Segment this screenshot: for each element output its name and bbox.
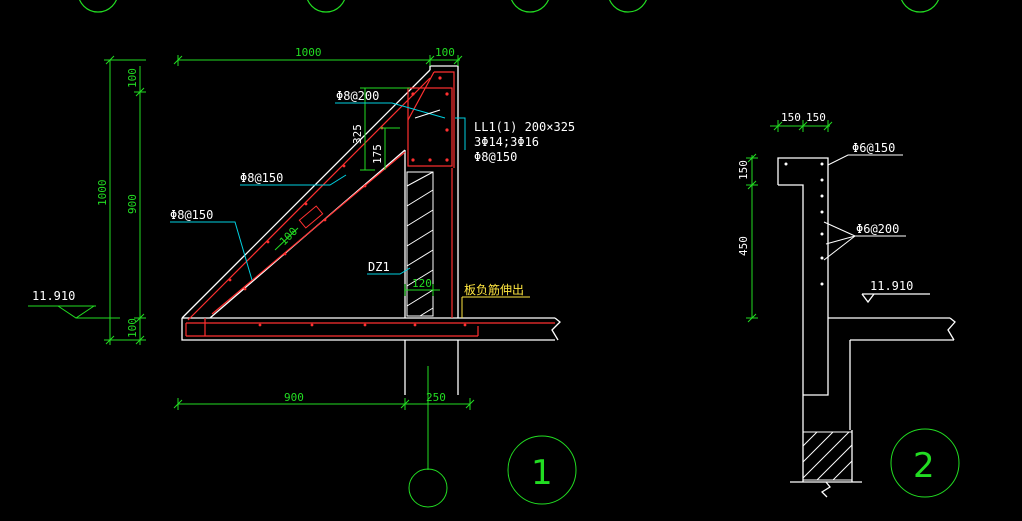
label-beam-name: LL1(1) 200×325 — [474, 120, 575, 134]
label-column: DZ1 — [368, 260, 390, 274]
dim-left-100-bottom: 100 — [126, 318, 139, 338]
label-beam-stirrup: Φ8@150 — [474, 150, 517, 164]
strut-stirrup — [298, 205, 324, 229]
dim2-top-right: 150 — [806, 111, 826, 124]
label-top-rebar: Φ8@200 — [336, 89, 379, 103]
detail-2: 150 150 150 450 Φ6@150 Φ6@200 11.910 2 — [737, 111, 960, 498]
dim2-top-left: 150 — [781, 111, 801, 124]
detail1-rebar-dots — [228, 76, 467, 327]
label-diag-rebar-upper: Φ8@150 — [240, 171, 283, 185]
label-elevation-1: 11.910 — [32, 289, 75, 303]
detail1-dimensions — [28, 55, 577, 508]
label-diag-rebar-lower: Φ8@150 — [170, 208, 213, 222]
dim2-left-150: 150 — [737, 160, 750, 180]
dim-left-1000: 1000 — [96, 180, 109, 207]
grid-bubbles-top — [79, 0, 939, 13]
label-beam-rebar: 3Φ14;3Φ16 — [474, 135, 539, 149]
detail2-rebar-dots — [784, 162, 824, 286]
dim2-left-450: 450 — [737, 236, 750, 256]
dim-120: 120 — [412, 277, 432, 290]
label-elevation-2: 11.910 — [870, 279, 913, 293]
label-slab-note: 板负筋伸出 — [464, 282, 524, 297]
detail-1: 1000 100 100 900 1000 100 900 250 325 17… — [28, 46, 577, 508]
detail-number-1: 1 — [531, 453, 553, 493]
dim-bottom-900: 900 — [284, 391, 304, 404]
detail1-rebar — [185, 71, 555, 337]
dim-175: 175 — [371, 144, 384, 164]
dim-top-100: 100 — [435, 46, 455, 59]
label2-wall-rebar: Φ6@200 — [856, 222, 899, 236]
detail2-hatch — [802, 431, 853, 481]
dim-bottom-250: 250 — [426, 391, 446, 404]
detail1-leaders — [170, 102, 466, 281]
detail2-leaders — [823, 154, 906, 261]
column-hatch — [406, 171, 434, 317]
dim-325: 325 — [351, 124, 364, 144]
detail1-leader-white — [414, 109, 441, 119]
detail1-outline — [181, 65, 561, 395]
label2-top-rebar: Φ6@150 — [852, 141, 895, 155]
detail2-dimensions — [746, 120, 960, 498]
dim-top-1000: 1000 — [295, 46, 322, 59]
dim-left-900: 900 — [126, 194, 139, 214]
detail-number-2: 2 — [913, 446, 935, 486]
dim-left-100-top: 100 — [126, 68, 139, 88]
